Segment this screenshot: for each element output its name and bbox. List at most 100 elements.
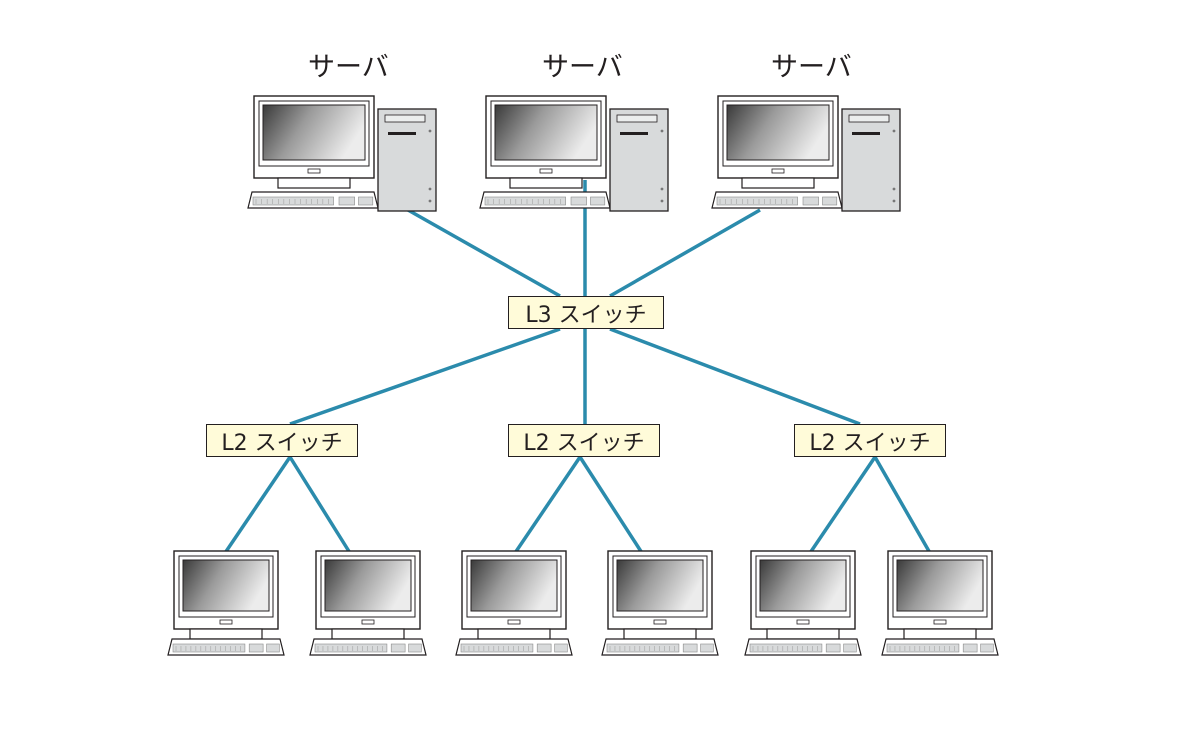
monitor-screen xyxy=(726,104,830,161)
keyboard-arrow-keys xyxy=(802,196,819,206)
keyboard-arrow-keys xyxy=(825,643,841,653)
network-link xyxy=(578,456,644,554)
monitor-stand xyxy=(277,177,351,189)
devices xyxy=(167,95,999,656)
monitor-screen xyxy=(759,559,847,612)
keyboard-numpad xyxy=(700,643,714,653)
monitor-screen xyxy=(616,559,704,612)
client-computer-icon xyxy=(601,550,719,656)
case-button xyxy=(660,199,664,203)
keyboard-numpad xyxy=(358,196,374,206)
network-link xyxy=(407,208,561,298)
drive-slot xyxy=(852,132,880,135)
l3-switch: L3 スイッチ xyxy=(508,296,664,329)
l2-switch: L2 スイッチ xyxy=(508,424,660,457)
drive-bay xyxy=(616,114,658,123)
power-led xyxy=(771,168,785,174)
network-link xyxy=(873,456,932,554)
case-button xyxy=(660,187,664,191)
case-led xyxy=(428,129,432,133)
l2-switch-label: L2 スイッチ xyxy=(809,430,931,456)
keyboard-keys xyxy=(716,196,798,206)
l3-switch-label: L3 スイッチ xyxy=(525,302,647,328)
keyboard-numpad xyxy=(554,643,568,653)
tower-case xyxy=(609,108,669,212)
keyboard-keys xyxy=(886,643,960,653)
case-button xyxy=(428,199,432,203)
keyboard-keys xyxy=(749,643,823,653)
power-led xyxy=(539,168,553,174)
client-computer-icon xyxy=(309,550,427,656)
monitor-stand xyxy=(766,628,840,640)
keyboard-arrow-keys xyxy=(390,643,406,653)
power-led xyxy=(507,619,521,625)
keyboard-numpad xyxy=(980,643,994,653)
keyboard-numpad xyxy=(843,643,857,653)
keyboard-numpad xyxy=(822,196,838,206)
monitor-stand xyxy=(509,177,583,189)
client-computer-icon xyxy=(881,550,999,656)
keyboard-numpad xyxy=(266,643,280,653)
power-led xyxy=(219,619,233,625)
monitor-stand xyxy=(623,628,697,640)
network-links xyxy=(223,180,932,554)
keyboard-arrow-keys xyxy=(338,196,355,206)
monitor-screen xyxy=(896,559,984,612)
drive-bay xyxy=(848,114,890,123)
keyboard-arrow-keys xyxy=(248,643,264,653)
drive-bay xyxy=(384,114,426,123)
network-link xyxy=(513,456,582,554)
network-link xyxy=(288,456,352,554)
server-computer-icon xyxy=(711,95,901,212)
keyboard-keys xyxy=(252,196,334,206)
case-led xyxy=(892,129,896,133)
monitor-stand xyxy=(331,628,405,640)
l2-switch-label: L2 スイッチ xyxy=(221,430,343,456)
monitor-stand xyxy=(189,628,263,640)
client-computer-icon xyxy=(167,550,285,656)
case-led xyxy=(660,129,664,133)
server-label: サーバ xyxy=(308,52,389,83)
network-link xyxy=(289,327,561,426)
keyboard-keys xyxy=(460,643,534,653)
drive-slot xyxy=(620,132,648,135)
drive-slot xyxy=(388,132,416,135)
power-led xyxy=(933,619,947,625)
keyboard-keys xyxy=(172,643,246,653)
keyboard-keys xyxy=(314,643,388,653)
case-button xyxy=(428,187,432,191)
server-computer-icon xyxy=(247,95,437,212)
monitor-screen xyxy=(470,559,558,612)
case-button xyxy=(892,187,896,191)
power-led xyxy=(653,619,667,625)
network-link xyxy=(609,208,761,298)
monitor-screen xyxy=(262,104,366,161)
monitor-stand xyxy=(741,177,815,189)
server-computer-icon xyxy=(479,95,669,212)
keyboard-numpad xyxy=(408,643,422,653)
keyboard-keys xyxy=(606,643,680,653)
network-link xyxy=(609,327,861,426)
keyboard-arrow-keys xyxy=(962,643,978,653)
monitor-screen xyxy=(494,104,598,161)
tower-case xyxy=(377,108,437,212)
server-label: サーバ xyxy=(771,52,852,83)
monitor-screen xyxy=(182,559,270,612)
tower-case xyxy=(841,108,901,212)
power-led xyxy=(361,619,375,625)
l2-switch: L2 スイッチ xyxy=(206,424,358,457)
power-led xyxy=(796,619,810,625)
l2-switch-label: L2 スイッチ xyxy=(523,430,645,456)
case-button xyxy=(892,199,896,203)
client-computer-icon xyxy=(455,550,573,656)
network-link xyxy=(223,456,292,554)
keyboard-numpad xyxy=(590,196,606,206)
client-computer-icon xyxy=(744,550,862,656)
server-label: サーバ xyxy=(542,52,623,83)
keyboard-arrow-keys xyxy=(536,643,552,653)
l2-switch: L2 スイッチ xyxy=(794,424,946,457)
network-link xyxy=(808,456,877,554)
monitor-screen xyxy=(324,559,412,612)
